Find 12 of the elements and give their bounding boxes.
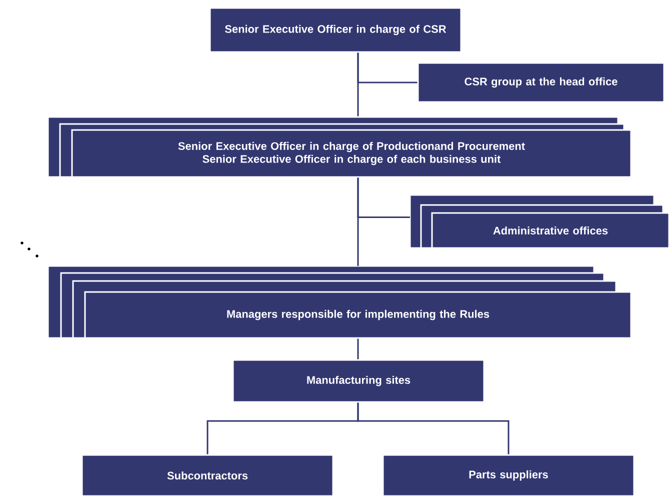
stacked-box: Managers responsible for implementing the Rules bbox=[47, 265, 632, 339]
org-box: Parts suppliers bbox=[382, 454, 635, 496]
org-box: Senior Executive Officer in charge of CSR bbox=[209, 7, 462, 53]
connector-line bbox=[357, 178, 359, 266]
org-box: CSR group at the head office bbox=[417, 62, 665, 103]
connector-line bbox=[357, 52, 359, 116]
connector-line bbox=[357, 402, 510, 454]
stacked-box: Administrative offices bbox=[409, 194, 669, 249]
org-box: Manufacturing sites bbox=[232, 359, 485, 403]
connector-line bbox=[357, 338, 359, 360]
stacked-box: Senior Executive Officer in charge of Productionand Procurement Senior Executive Officer in charge of each business unit bbox=[47, 116, 632, 178]
org-box: Subcontractors bbox=[81, 454, 334, 496]
